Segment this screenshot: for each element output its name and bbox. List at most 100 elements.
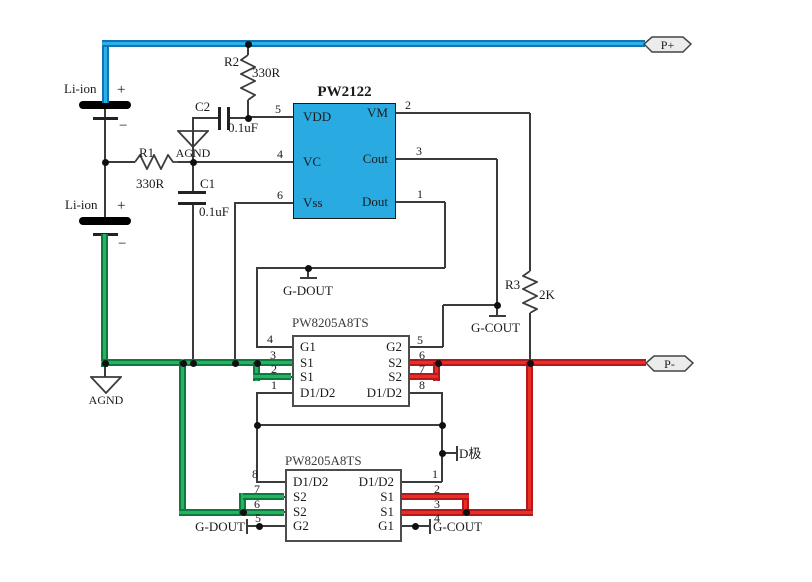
junction-dot (253, 359, 261, 367)
dpole-label: D极 (459, 446, 482, 461)
pminus-label: P- (664, 357, 675, 371)
wire-vm (396, 112, 530, 114)
pin-number: 5 (275, 102, 281, 116)
rail-bminus-branch-vert (179, 359, 186, 516)
c2-plate-left (218, 107, 221, 130)
battery2-minus-sign: − (118, 236, 127, 252)
r2-ref: R2 (224, 54, 240, 69)
pplus-label: P+ (660, 38, 675, 52)
junction-dot (462, 509, 470, 516)
pin-number: 4 (277, 147, 283, 161)
battery2-label: Li-ion (65, 197, 98, 212)
pin-number: 6 (277, 188, 283, 202)
pin-number: 8 (419, 378, 425, 392)
pin-number: 8 (252, 467, 258, 481)
junction-dot (179, 359, 187, 367)
pin-name: S1 (300, 355, 314, 370)
wire-drain-left-vert (256, 393, 258, 482)
c1-value: 0.1uF (199, 204, 229, 219)
rail-bminus-horiz (101, 359, 292, 366)
rail-bminus-vert (101, 234, 108, 367)
gdout-bottom-tick (246, 519, 248, 534)
pin-name: D1/D2 (358, 474, 394, 489)
battery1-label: Li-ion (64, 81, 97, 96)
ic-mosfet-bottom-title: PW8205A8TS (285, 453, 362, 468)
junction-dot (101, 158, 109, 166)
wire-c1-bottom (192, 204, 194, 363)
rail-pminus-vert (526, 362, 533, 516)
pin-number: 3 (416, 144, 422, 158)
wire-r1-right (178, 161, 193, 163)
junction-dot (255, 522, 263, 530)
red-jog-m2pin2-horiz (401, 493, 469, 500)
pin-number: 3 (270, 348, 276, 362)
wire-dout-vert (444, 202, 446, 268)
battery1-positive-plate (79, 101, 131, 109)
pin-number: 7 (254, 482, 260, 496)
r3-value: 2K (539, 287, 555, 302)
c2-ref: C2 (195, 99, 211, 114)
pin-number: 1 (271, 378, 277, 392)
gcout-top-label: G-COUT (471, 320, 521, 335)
ic-mosfet-bottom-body (285, 469, 402, 542)
wire-m1-pin1-stub (256, 392, 293, 394)
r1-value: 330R (136, 176, 165, 191)
ic-mosfet-top-title: PW8205A8TS (292, 315, 369, 330)
agnd-bottom-label: AGND (88, 393, 124, 407)
pin-name: D1/D2 (300, 385, 336, 400)
r1-resistor-symbol (135, 154, 178, 170)
pin-name-cout: Cout (362, 151, 388, 166)
pin-name: S2 (388, 369, 402, 384)
junction-dot (526, 359, 534, 367)
wire-agnd-bottom-stem (104, 363, 106, 377)
pin-name-vdd: VDD (303, 109, 332, 124)
wire-m1-pin8-stub (410, 392, 443, 394)
pin-number: 4 (267, 332, 273, 346)
r3-resistor-symbol (522, 271, 538, 313)
pin-name: S1 (380, 489, 394, 504)
junction-dot (304, 264, 312, 272)
green-jog-m2pin7-vert (239, 493, 246, 516)
gcout-bottom-label: G-COUT (433, 519, 483, 534)
battery1-minus-sign: − (119, 118, 128, 134)
junction-dot (244, 40, 252, 48)
wire-cout-vert (496, 159, 498, 305)
pminus-flag (645, 355, 694, 372)
wire-gcout-vert (442, 305, 444, 347)
battery1-negative-plate (93, 117, 118, 120)
junction-dot (434, 359, 442, 367)
r1-ref: R1 (139, 145, 155, 160)
ic-mosfet-top-body (292, 335, 410, 407)
battery2-positive-plate (79, 217, 131, 225)
c1-plate-top (178, 191, 206, 194)
pin-number: 6 (419, 348, 425, 362)
pin-number: 2 (271, 362, 277, 376)
pin-name: S2 (293, 489, 307, 504)
wire-g1-stub (256, 346, 293, 348)
pin-number: 1 (432, 467, 438, 481)
junction-dot (253, 421, 261, 429)
wire-r3-bottom (529, 313, 531, 363)
agnd-top-symbol (177, 130, 209, 148)
wire-gcout-horiz (443, 304, 497, 306)
junction-dot (244, 114, 252, 122)
gdout-top-stem (307, 268, 309, 278)
gdout-bottom-label: G-DOUT (195, 519, 245, 534)
wire-r2-top (247, 44, 249, 55)
junction-dot (189, 359, 197, 367)
pin-number: 2 (405, 98, 411, 112)
wire-m2-pin1-stub (402, 481, 442, 483)
junction-dot (411, 522, 419, 530)
battery1-plus-sign: + (117, 82, 126, 98)
wire-dout (396, 201, 445, 203)
junction-dot (493, 301, 501, 309)
c2-value: 0.1uF (228, 120, 258, 135)
wire-vm-vert (529, 113, 531, 271)
pin-name: S2 (388, 355, 402, 370)
wire-m2-pin8-stub (256, 481, 285, 483)
wire-r1-left (105, 161, 135, 163)
dpole-tick (456, 446, 458, 461)
pin-name: G2 (293, 518, 309, 533)
wire-vss-stub (234, 202, 293, 204)
pin-number: 5 (255, 511, 261, 525)
